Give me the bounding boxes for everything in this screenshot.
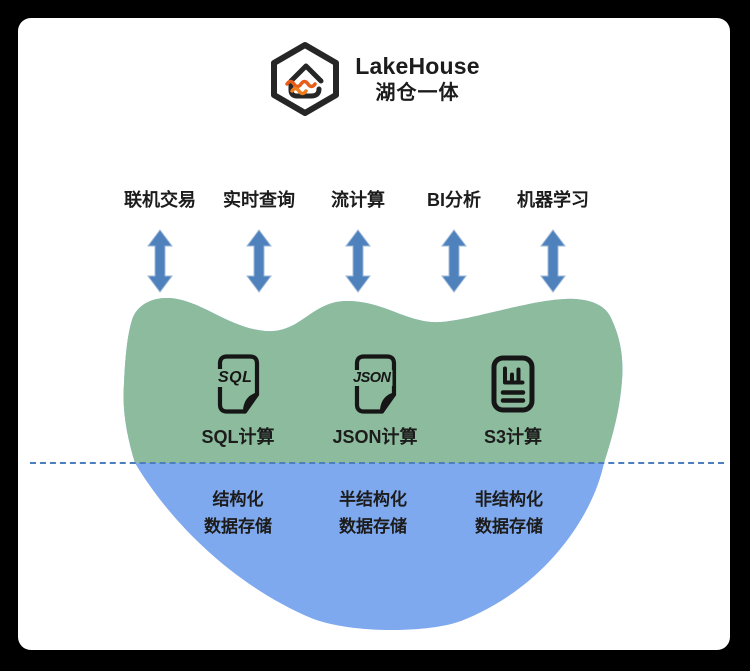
compute-label: JSON计算 [332, 427, 418, 447]
up-down-arrow-icon [540, 229, 566, 293]
storage-line: 半结构化 [339, 490, 407, 509]
workload-column-realtime-query: 实时查询 [223, 186, 295, 293]
logo-text: LakeHouse 湖仓一体 [355, 53, 480, 105]
workload-column-ml: 机器学习 [517, 186, 589, 293]
water-wave-icon [290, 86, 308, 96]
storage-label-semi-structured: 半结构化 数据存储 [339, 486, 407, 540]
json-badge-text: JSON [351, 370, 393, 386]
compute-label: SQL计算 [201, 427, 275, 447]
storage-label-structured: 结构化 数据存储 [204, 486, 272, 540]
workload-label: 实时查询 [223, 190, 295, 210]
json-file-icon: JSON [351, 354, 398, 414]
storage-line: 结构化 [212, 490, 264, 509]
storage-line: 数据存储 [339, 517, 407, 537]
workload-column-stream: 流计算 [331, 186, 385, 293]
up-down-arrow-icon [147, 229, 173, 293]
waterline-dashed-line [30, 462, 724, 464]
hexagon-lake-house-icon [271, 42, 340, 116]
compute-label: S3计算 [483, 427, 543, 447]
logo-title: LakeHouse [355, 53, 480, 80]
up-down-arrow-icon [345, 229, 371, 293]
workload-column-oltp: 联机交易 [124, 186, 196, 293]
up-down-arrow-icon [441, 229, 467, 293]
report-chart-icon [490, 354, 536, 414]
workload-label: 流计算 [331, 190, 385, 210]
storage-line: 数据存储 [475, 517, 543, 537]
sql-file-icon: SQL [215, 354, 261, 414]
storage-line: 数据存储 [204, 517, 272, 537]
up-down-arrow-icon [246, 229, 272, 293]
workload-label: 联机交易 [124, 190, 196, 210]
workload-column-bi: BI分析 [427, 186, 481, 293]
compute-column-s3: S3计算 [484, 354, 542, 449]
logo-subtitle: 湖仓一体 [375, 81, 460, 104]
workload-label: 机器学习 [517, 190, 589, 210]
lakehouse-panel: LakeHouse 湖仓一体 联机交易 实时查询 流计算 BI分析 机器学习 [18, 18, 730, 650]
workload-label: BI分析 [427, 190, 481, 210]
compute-column-json: JSON JSON计算 [332, 354, 418, 449]
storage-label-unstructured: 非结构化 数据存储 [475, 486, 543, 540]
sql-badge-text: SQL [215, 369, 255, 387]
storage-line: 非结构化 [475, 490, 543, 509]
logo: LakeHouse 湖仓一体 [18, 40, 730, 118]
compute-column-sql: SQL SQL计算 [201, 354, 275, 449]
water-wave-icon [285, 79, 317, 89]
